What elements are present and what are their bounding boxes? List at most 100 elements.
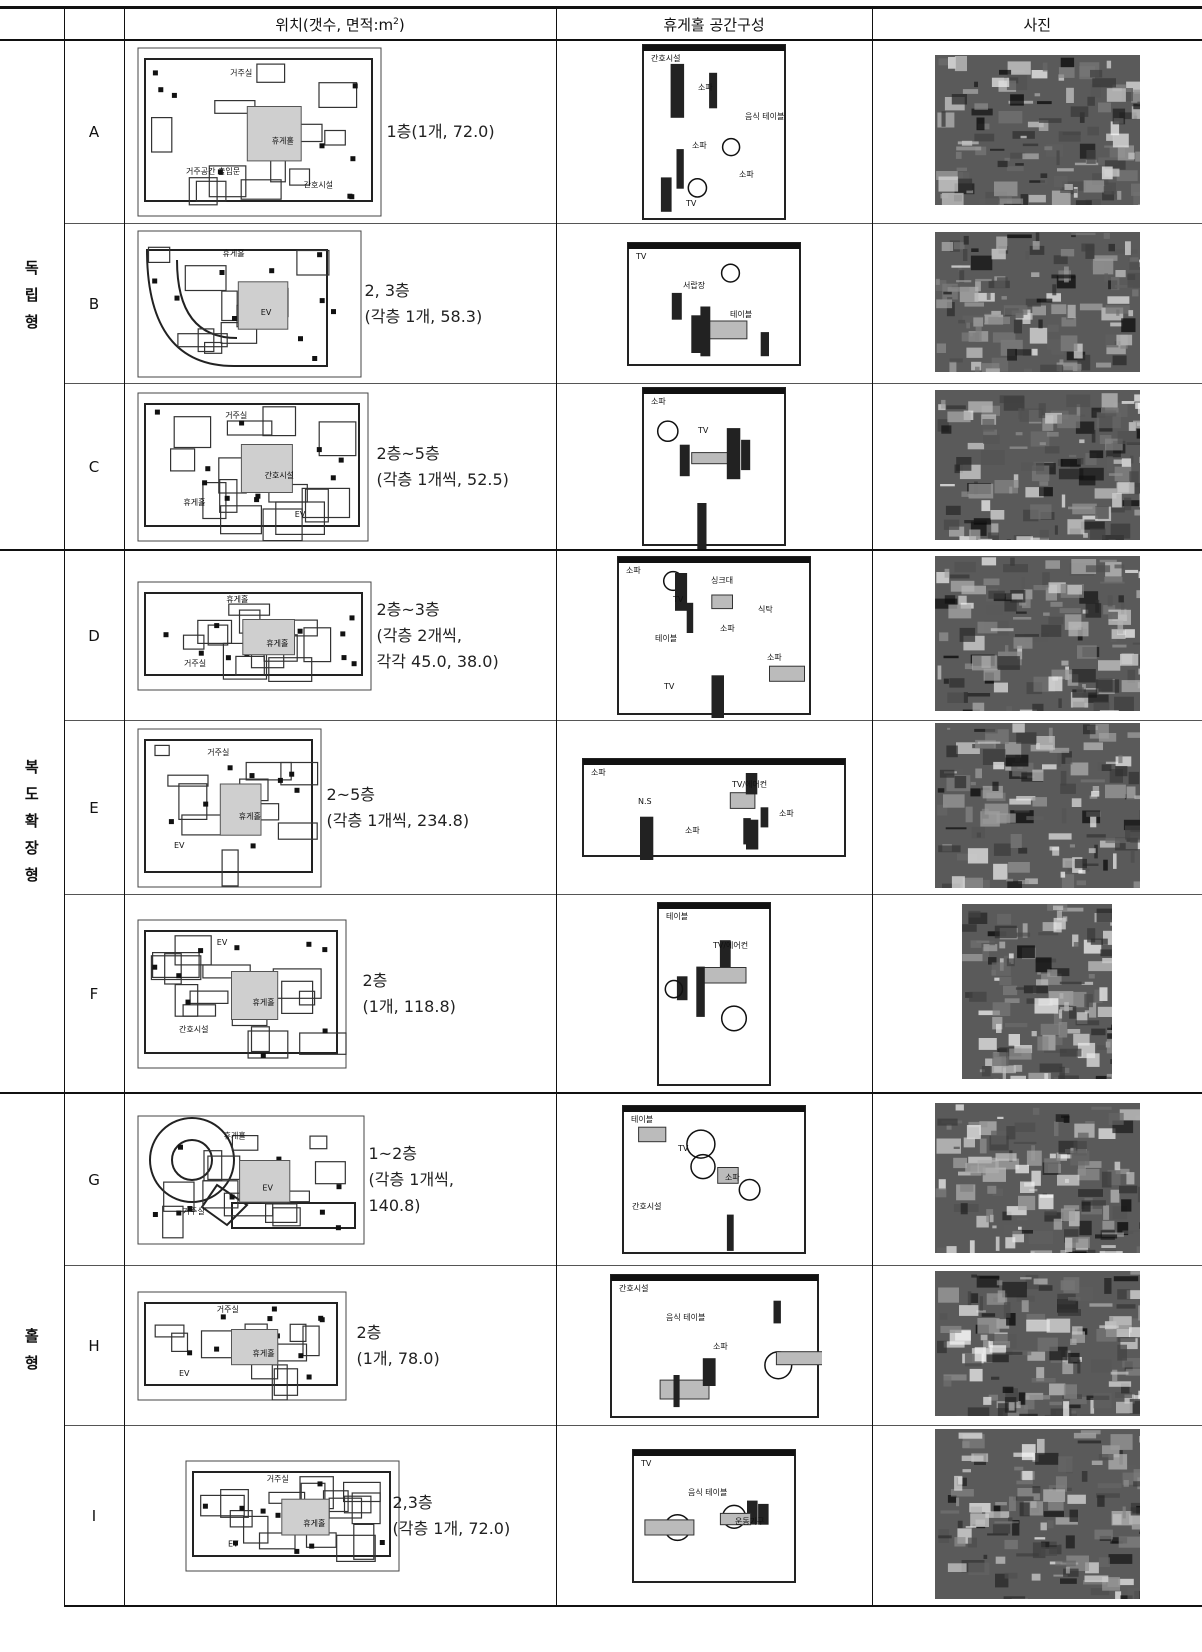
row-id: A — [63, 39, 124, 224]
location-text: 2~5층 (각층 1개씩, 234.8) — [326, 784, 470, 830]
svg-text:TV: TV — [635, 252, 647, 261]
svg-text:간호시설: 간호시설 — [619, 1283, 648, 1293]
svg-text:TV: TV — [685, 199, 697, 208]
svg-text:EV: EV — [216, 938, 227, 947]
floor-plan-image: 휴게홀 EV 거주실 — [136, 1114, 365, 1245]
svg-text:휴게홀: 휴게홀 — [252, 1348, 274, 1358]
svg-text:간호시설: 간호시설 — [632, 1201, 661, 1211]
location-text: 2, 3층 (각층 1개, 58.3) — [364, 280, 483, 326]
svg-text:소파: 소파 — [779, 809, 794, 818]
svg-text:거주실: 거주실 — [184, 658, 206, 668]
photo-cell — [871, 720, 1202, 896]
svg-text:소파: 소파 — [720, 624, 735, 633]
svg-text:N.S: N.S — [638, 797, 652, 806]
photo-image — [934, 723, 1155, 896]
header-location: 위치(갯수, 면적:m2) — [123, 6, 556, 41]
row-id: H — [63, 1265, 124, 1426]
svg-text:소파: 소파 — [713, 1342, 728, 1351]
svg-text:휴게홀: 휴게홀 — [223, 1130, 245, 1140]
header-photo: 사진 — [871, 6, 1202, 41]
photo-cell — [871, 894, 1202, 1093]
row-id: E — [63, 720, 124, 895]
svg-text:휴게홀: 휴게홀 — [238, 811, 260, 821]
svg-text:거주실: 거주실 — [182, 1206, 204, 1216]
svg-text:소파: 소파 — [739, 170, 754, 179]
svg-text:테이블: 테이블 — [666, 911, 688, 921]
row-id: I — [63, 1425, 124, 1607]
photo-image — [934, 1428, 1158, 1609]
svg-text:소파: 소파 — [591, 768, 606, 777]
svg-text:소파: 소파 — [685, 826, 700, 835]
photo-image — [934, 1102, 1156, 1263]
location-text: 1층(1개, 72.0) — [386, 122, 495, 141]
photo-image — [934, 55, 1163, 217]
svg-text:테이블: 테이블 — [631, 1114, 653, 1124]
svg-text:휴게홀: 휴게홀 — [226, 594, 248, 604]
row-id: B — [63, 223, 124, 384]
row-id: D — [63, 549, 124, 721]
location-text: 1~2층 (각층 1개씩, 140.8) — [368, 1143, 454, 1215]
svg-text:EV: EV — [262, 1183, 273, 1192]
svg-text:간호시설: 간호시설 — [303, 180, 332, 190]
svg-text:휴게홀: 휴게홀 — [222, 247, 244, 257]
photo-image — [934, 389, 1159, 551]
location-text: 2층~5층 (각층 1개씩, 52.5) — [376, 443, 509, 489]
photo-image — [962, 904, 1134, 1093]
svg-text:거주실: 거주실 — [230, 67, 252, 77]
header-group — [0, 6, 64, 41]
svg-text:TV/에어컨: TV/에어컨 — [712, 940, 748, 950]
photo-cell — [871, 549, 1202, 721]
svg-text:EV: EV — [228, 1539, 239, 1548]
photo-cell — [871, 383, 1202, 551]
svg-text:음식 테이블: 음식 테이블 — [666, 1312, 705, 1322]
svg-text:테이블: 테이블 — [730, 309, 752, 319]
photo-image — [934, 231, 1164, 382]
svg-text:운동기구: 운동기구 — [735, 1517, 764, 1526]
photo-cell — [871, 1092, 1202, 1266]
svg-text:테이블: 테이블 — [655, 633, 677, 643]
svg-text:TV: TV — [672, 595, 684, 604]
svg-text:TV/에어컨: TV/에어컨 — [731, 779, 767, 789]
space-layout-cell: 테이블 TV/에어컨 — [555, 894, 872, 1093]
svg-text:간호시설: 간호시설 — [264, 470, 293, 480]
row-id: G — [63, 1092, 124, 1266]
photo-cell — [871, 1425, 1202, 1609]
table-header-row: 위치(갯수, 면적:m2) 휴게홀 공간구성 사진 — [0, 6, 1202, 41]
location-text: 2,3층 (각층 1개, 72.0) — [392, 1492, 511, 1538]
photo-image — [934, 556, 1158, 720]
svg-text:소파: 소파 — [698, 83, 713, 92]
svg-text:식탁: 식탁 — [758, 604, 773, 614]
